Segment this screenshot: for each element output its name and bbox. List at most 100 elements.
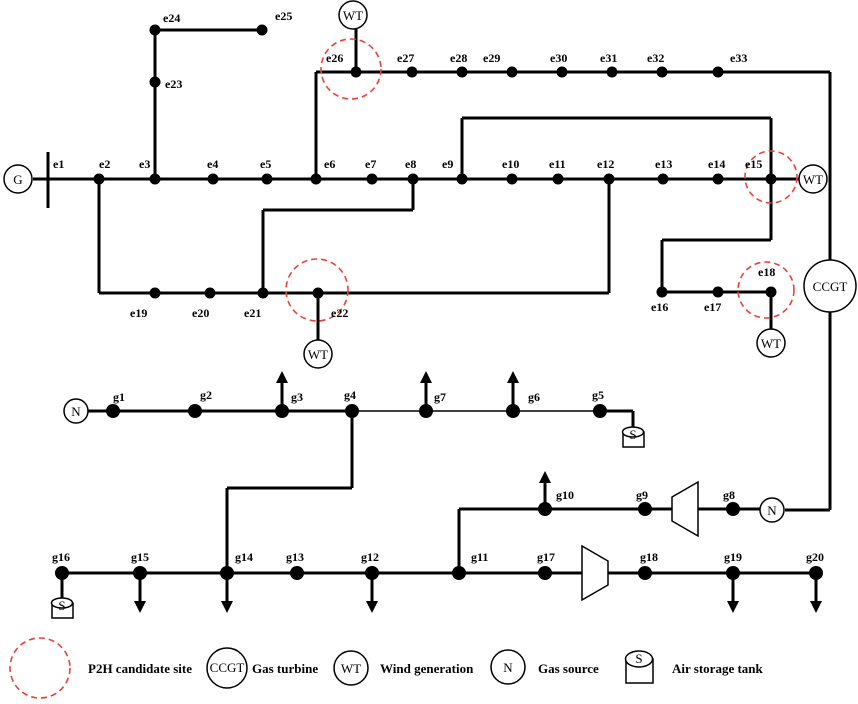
storage-tank-g5: S <box>621 426 645 448</box>
svg-text:N: N <box>503 660 513 675</box>
svg-text:WT: WT <box>341 661 361 676</box>
legend-wt: WT Wind generation <box>333 650 474 686</box>
label-e9: e9 <box>442 157 453 171</box>
label-e30: e30 <box>550 51 567 65</box>
electric-node-labels: e1 e2 e3 e4 e5 e6 e7 e8 e9 e10 e11 e12 e… <box>53 9 775 320</box>
legend-p2h: P2H candidate site <box>9 637 192 699</box>
label-e11: e11 <box>549 157 566 171</box>
label-e24: e24 <box>163 11 180 25</box>
svg-text:S: S <box>635 651 642 666</box>
label-g9: g9 <box>636 488 648 502</box>
p2h-site-e15 <box>744 150 798 204</box>
wind-turbine-e22: WT <box>303 339 333 369</box>
label-g8: g8 <box>723 488 735 502</box>
gas-source-g1: N <box>63 398 89 424</box>
svg-text:WT: WT <box>343 8 363 23</box>
wind-turbine-e18: WT <box>756 328 786 358</box>
label-e26: e26 <box>326 51 343 65</box>
p2h-site-e22 <box>285 258 349 322</box>
label-e31: e31 <box>600 51 617 65</box>
compressor-g17-g18 <box>581 544 609 602</box>
label-e23: e23 <box>165 77 182 91</box>
label-g17: g17 <box>537 550 555 564</box>
label-e27: e27 <box>397 51 414 65</box>
label-g15: g15 <box>131 550 149 564</box>
label-g5: g5 <box>592 388 604 402</box>
gas-node-labels: g1 g2 g3 g4 g5 g6 g7 g8 g9 g10 g11 g12 g… <box>52 388 824 564</box>
label-g11: g11 <box>471 550 488 564</box>
label-g18: g18 <box>640 550 658 564</box>
label-e13: e13 <box>655 157 672 171</box>
label-e2: e2 <box>99 157 110 171</box>
label-e17: e17 <box>704 300 721 314</box>
label-e19: e19 <box>130 306 147 320</box>
label-g10: g10 <box>556 488 574 502</box>
svg-text:WT: WT <box>308 347 328 362</box>
label-g14: g14 <box>235 550 253 564</box>
electric-lines <box>33 28 832 512</box>
wind-turbine-e26: WT <box>338 0 368 30</box>
label-g4: g4 <box>344 388 356 402</box>
label-e10: e10 <box>502 157 519 171</box>
svg-text:CCGT: CCGT <box>210 660 245 675</box>
label-e18: e18 <box>758 265 775 279</box>
label-g20: g20 <box>806 550 824 564</box>
generator-symbol: G <box>3 164 33 194</box>
svg-text:Wind generation: Wind generation <box>380 661 474 676</box>
svg-text:WT: WT <box>803 172 823 187</box>
label-g1: g1 <box>113 390 125 404</box>
label-g7: g7 <box>434 390 446 404</box>
svg-text:WT: WT <box>761 336 781 351</box>
label-g2: g2 <box>200 388 212 402</box>
label-e15: e15 <box>745 157 762 171</box>
svg-text:Gas turbine: Gas turbine <box>252 661 318 676</box>
label-e16: e16 <box>651 300 668 314</box>
legend-s: S Air storage tank <box>624 650 764 684</box>
p2h-site-e18 <box>737 261 795 319</box>
p2h-site-e26 <box>320 38 382 100</box>
label-g19: g19 <box>724 550 742 564</box>
gas-lines <box>60 409 816 598</box>
electric-nodes <box>93 24 777 299</box>
svg-text:Gas source: Gas source <box>538 661 599 676</box>
svg-text:G: G <box>13 172 22 187</box>
label-e32: e32 <box>647 51 664 65</box>
gas-load-arrows <box>134 371 822 613</box>
label-e1: e1 <box>53 157 64 171</box>
label-e14: e14 <box>708 157 725 171</box>
label-e25: e25 <box>275 9 292 23</box>
label-e4: e4 <box>207 157 218 171</box>
label-e29: e29 <box>483 51 500 65</box>
svg-text:N: N <box>71 404 81 419</box>
legend-ccgt: CCGT Gas turbine <box>206 647 318 689</box>
storage-tank-g16: S <box>50 597 74 619</box>
label-g6: g6 <box>528 390 540 404</box>
svg-text:Air storage tank: Air storage tank <box>672 661 764 676</box>
label-g13: g13 <box>286 550 304 564</box>
label-e12: e12 <box>597 157 614 171</box>
p2h-sites <box>285 38 798 322</box>
label-e3: e3 <box>139 157 150 171</box>
gas-nodes <box>55 404 823 580</box>
legend-n: N Gas source <box>490 649 599 685</box>
gas-source-g8: N <box>759 497 785 523</box>
label-e8: e8 <box>405 157 416 171</box>
label-g16: g16 <box>52 550 70 564</box>
ccgt-symbol: CCGT <box>803 259 857 313</box>
label-e22: e22 <box>331 306 348 320</box>
label-e28: e28 <box>450 51 467 65</box>
legend: P2H candidate site CCGT Gas turbine WT W… <box>9 637 764 699</box>
label-e21: e21 <box>244 306 261 320</box>
svg-text:N: N <box>767 503 777 518</box>
label-e5: e5 <box>260 157 271 171</box>
svg-text:P2H candidate site: P2H candidate site <box>88 661 192 676</box>
svg-text:CCGT: CCGT <box>813 279 848 294</box>
svg-text:S: S <box>58 598 65 613</box>
compressor-g9-g8 <box>671 480 699 538</box>
wind-turbine-e15: WT <box>798 164 828 194</box>
label-g12: g12 <box>361 550 379 564</box>
svg-text:S: S <box>629 427 636 442</box>
label-e20: e20 <box>192 306 209 320</box>
label-g3: g3 <box>291 390 303 404</box>
